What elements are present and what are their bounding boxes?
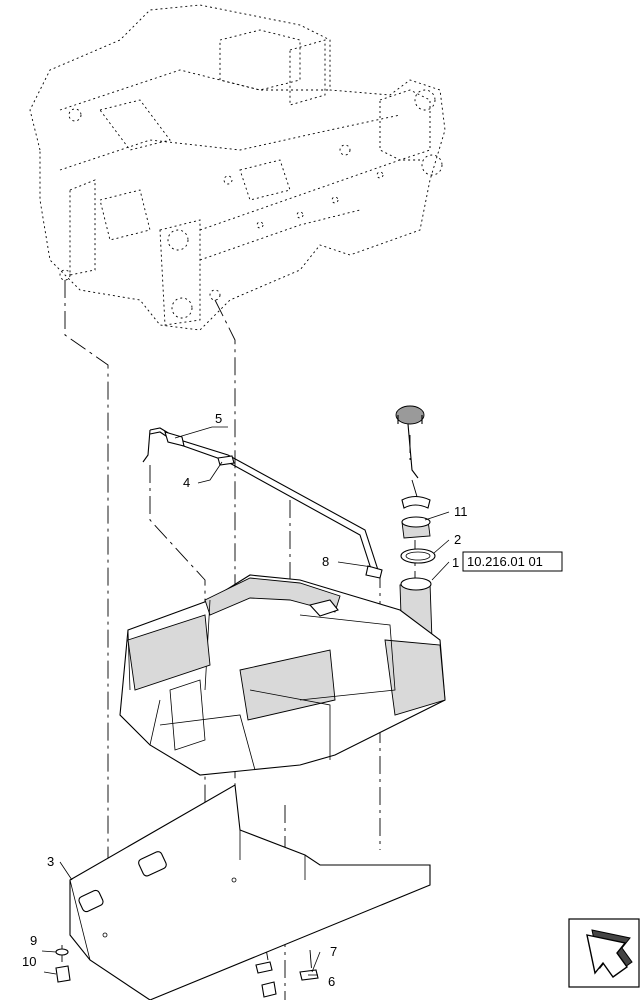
callout-8: 8 xyxy=(322,554,329,569)
callout-5: 5 xyxy=(215,411,222,426)
callout-labels: 5 4 8 11 2 1 3 9 10 7 6 xyxy=(22,411,468,989)
tank-guard-plate xyxy=(69,784,431,1000)
reference-box xyxy=(462,551,563,572)
leader-lines xyxy=(41,426,450,976)
chassis-frame-phantom xyxy=(29,4,446,331)
fuel-cap-assembly xyxy=(395,405,436,646)
callout-2: 2 xyxy=(454,532,461,547)
callout-1: 1 xyxy=(452,555,459,570)
callout-10: 10 xyxy=(22,954,36,969)
mounting-hardware xyxy=(55,948,319,998)
fuel-lines-assembly xyxy=(142,427,383,579)
callout-4: 4 xyxy=(183,475,190,490)
callout-11: 11 xyxy=(454,504,468,519)
fuel-tank xyxy=(119,574,446,776)
callout-6: 6 xyxy=(328,974,335,989)
callout-9: 9 xyxy=(30,933,37,948)
reference-link[interactable]: 10.216.01 01 xyxy=(467,554,543,569)
callout-7: 7 xyxy=(330,944,337,959)
next-page-arrow-icon[interactable] xyxy=(568,918,640,988)
cross-reference[interactable]: 10.216.01 01 xyxy=(462,551,563,572)
callout-3: 3 xyxy=(47,854,54,869)
